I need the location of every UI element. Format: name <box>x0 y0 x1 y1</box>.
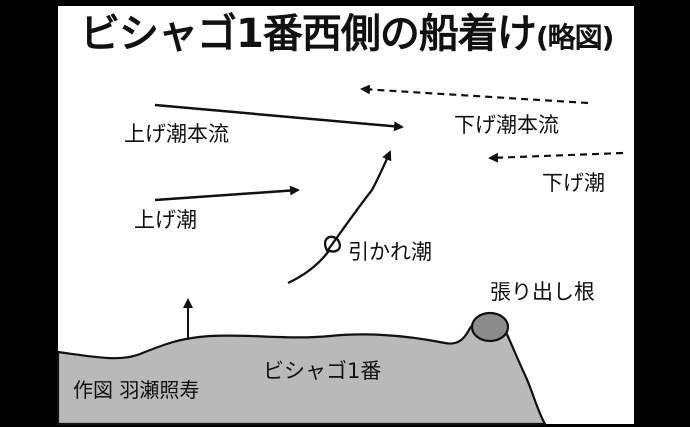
label-ebb: 下げ潮 <box>542 171 605 195</box>
title-suffix: (略図) <box>535 21 615 54</box>
ebb-arrow <box>488 151 624 163</box>
label-credit: 作図 羽瀬照寿 <box>73 378 200 402</box>
page-title: ビシャゴ1番西側の船着け(略図) <box>80 11 615 57</box>
label-protrusion-root: 張り出し根 <box>490 280 595 304</box>
land-mass <box>56 319 547 426</box>
upper-flood-main-arrow <box>154 103 404 132</box>
protrusion-rock <box>470 311 510 343</box>
label-lower-ebb-main: 下げ潮本流 <box>454 113 559 137</box>
label-upper-flood-main: 上げ潮本流 <box>124 122 229 146</box>
label-drawn-current: 引かれ潮 <box>348 240 432 264</box>
flood-arrow <box>154 185 300 202</box>
label-place-name: ビシャゴ1番 <box>263 359 382 383</box>
lower-ebb-main-arrow <box>360 84 589 105</box>
drawn-current-arrow <box>287 150 392 285</box>
label-flood: 上げ潮 <box>134 208 197 232</box>
